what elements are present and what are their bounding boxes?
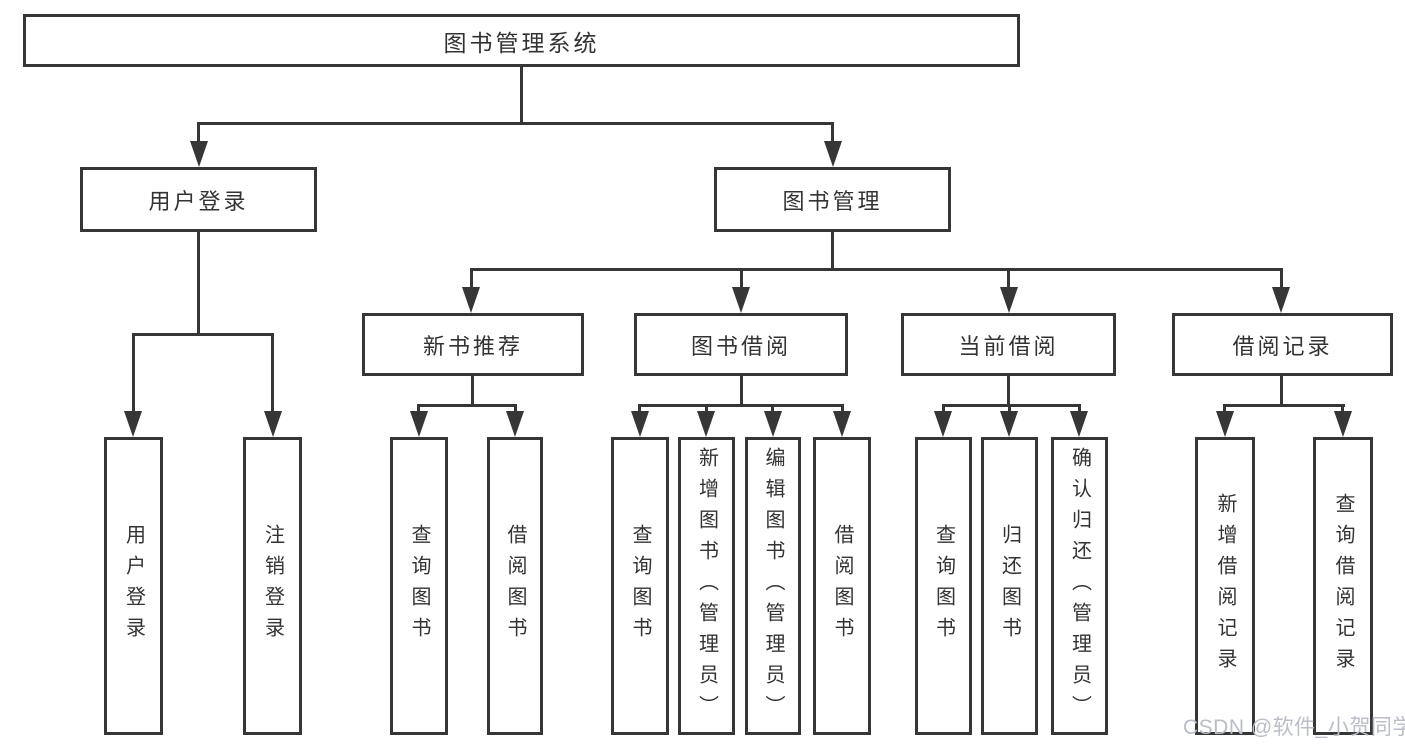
connector-line: [1008, 404, 1011, 412]
node-label: 借阅记录: [1232, 333, 1333, 359]
leaf-return-books: 归还图书: [981, 437, 1038, 735]
node-current-borrow: 当前借阅: [901, 313, 1116, 376]
node-label: 新增图书（管理员）: [695, 446, 718, 726]
node-label: 当前借阅: [958, 333, 1059, 359]
leaf-edit-books-admin: 编辑图书（管理员）: [745, 437, 801, 735]
connector-line: [1280, 268, 1283, 287]
node-label: 确认归还（管理员）: [1068, 446, 1091, 726]
node-borrow-records: 借阅记录: [1172, 313, 1393, 376]
csdn-watermark: CSDN @软件_小贺同学: [1183, 716, 1405, 739]
node-label: 用户登录: [122, 524, 145, 648]
node-label: 新增借阅记录: [1214, 493, 1236, 679]
node-label: 编辑图书（管理员）: [762, 446, 784, 726]
connector-line: [841, 404, 844, 412]
node-label: 借阅图书: [831, 524, 853, 648]
connector-line: [1341, 404, 1344, 412]
connector-line: [197, 122, 200, 141]
arrowhead-icon: [833, 411, 851, 437]
connector-line: [132, 333, 135, 411]
node-label: 图书管理系统: [443, 29, 600, 56]
connector-line: [942, 404, 945, 412]
node-label: 查询借阅记录: [1332, 493, 1354, 679]
arrowhead-icon: [934, 411, 952, 437]
node-label: 新书推荐: [422, 333, 523, 359]
leaf-add-borrow-record: 新增借阅记录: [1195, 437, 1255, 735]
arrowhead-icon: [506, 411, 524, 437]
connector-line: [1078, 404, 1081, 412]
connector-line: [1007, 268, 1010, 287]
arrowhead-icon: [410, 411, 428, 437]
leaf-query-books-current: 查询图书: [915, 437, 972, 735]
arrowhead-icon: [732, 287, 750, 313]
node-label: 查询图书: [408, 524, 430, 648]
leaf-query-books-recommend: 查询图书: [390, 437, 448, 735]
connector-line: [1280, 376, 1283, 406]
arrowhead-icon: [190, 141, 208, 167]
node-label: 用户登录: [148, 188, 249, 214]
node-label: 归还图书: [998, 524, 1021, 648]
leaf-query-books-borrow: 查询图书: [611, 437, 669, 735]
arrowhead-icon: [264, 411, 282, 437]
arrowhead-icon: [824, 141, 842, 167]
connector-line: [471, 376, 474, 406]
connector-line: [705, 404, 708, 412]
arrowhead-icon: [764, 411, 782, 437]
connector-line: [470, 268, 1283, 271]
connector-line: [470, 268, 473, 287]
node-label: 图书借阅: [690, 333, 791, 359]
arrowhead-icon: [1070, 411, 1088, 437]
arrowhead-icon: [1216, 411, 1234, 437]
connector-line: [771, 404, 774, 412]
connector-line: [1223, 404, 1345, 407]
connector-line: [417, 404, 517, 407]
node-label: 查询图书: [629, 524, 651, 648]
connector-line: [132, 333, 274, 336]
arrowhead-icon: [1334, 411, 1352, 437]
node-user-login: 用户登录: [80, 167, 317, 232]
connector-line: [197, 122, 834, 125]
node-book-management: 图书管理: [714, 167, 951, 232]
connector-line: [638, 404, 844, 407]
leaf-logout: 注销登录: [243, 437, 302, 735]
connector-line: [1223, 404, 1226, 412]
connector-line: [514, 404, 517, 412]
connector-line: [1007, 376, 1010, 406]
connector-line: [271, 333, 274, 411]
connector-line: [638, 404, 641, 412]
leaf-borrow-books: 借阅图书: [813, 437, 871, 735]
arrowhead-icon: [697, 411, 715, 437]
leaf-confirm-return-admin: 确认归还（管理员）: [1051, 437, 1108, 735]
arrowhead-icon: [462, 287, 480, 313]
node-label: 借阅图书: [504, 524, 526, 648]
connector-line: [831, 232, 834, 271]
arrowhead-icon: [1272, 287, 1290, 313]
leaf-query-borrow-record: 查询借阅记录: [1313, 437, 1373, 735]
node-label: 查询图书: [932, 524, 955, 648]
connector-line: [740, 376, 743, 406]
connector-line: [831, 122, 834, 141]
arrowhead-icon: [1000, 411, 1018, 437]
connector-line: [942, 404, 1081, 407]
connector-line: [417, 404, 420, 412]
arrowhead-icon: [631, 411, 649, 437]
leaf-user-login: 用户登录: [104, 437, 163, 735]
leaf-borrow-books-recommend: 借阅图书: [487, 437, 543, 735]
connector-line: [520, 67, 523, 124]
node-label: 图书管理: [782, 188, 883, 214]
connector-line: [740, 268, 743, 287]
node-label: 注销登录: [261, 524, 284, 648]
connector-line: [197, 232, 200, 335]
node-new-book-recommend: 新书推荐: [362, 313, 584, 376]
arrowhead-icon: [124, 411, 142, 437]
node-book-borrow: 图书借阅: [634, 313, 848, 376]
node-root: 图书管理系统: [23, 14, 1020, 67]
leaf-add-books-admin: 新增图书（管理员）: [678, 437, 735, 735]
arrowhead-icon: [1000, 287, 1018, 313]
